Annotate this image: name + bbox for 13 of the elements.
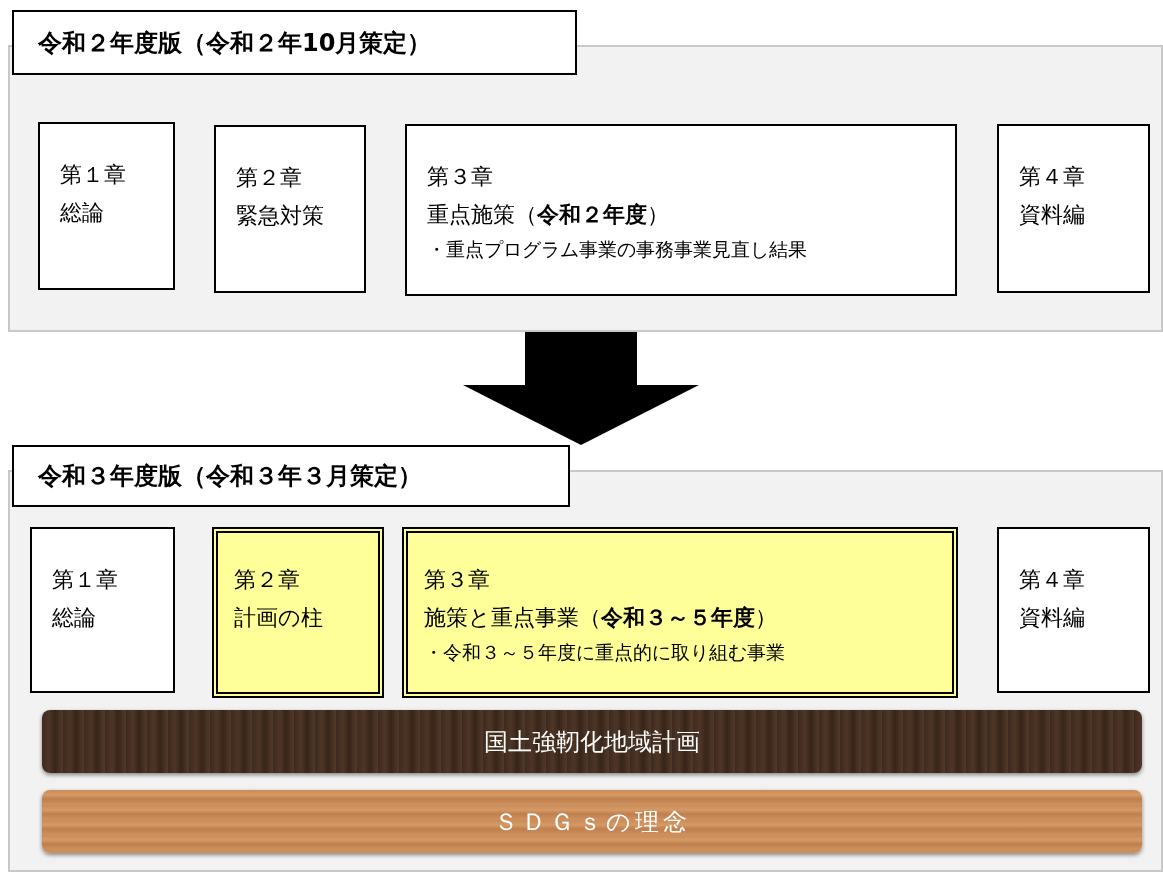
chapter-box: 第１章 総論 <box>30 527 175 693</box>
panel-heading: 令和３年度版（令和３年３月策定） <box>12 445 570 507</box>
chapter-box: 第３章 重点施策（令和２年度） ・重点プログラム事業の事務事業見直し結果 <box>405 124 957 296</box>
chapter-box: 第１章 総論 <box>38 122 175 290</box>
wood-band: 国土強靭化地域計画 <box>42 710 1142 773</box>
wood-band: ＳＤＧｓの理念 <box>42 790 1142 853</box>
chapter-box: 第４章 資料編 <box>997 124 1150 293</box>
chapter-box: 第２章 緊急対策 <box>214 125 366 293</box>
chapter-box: 第４章 資料編 <box>997 527 1150 693</box>
chapter-box: 第３章 施策と重点事業（令和３～５年度） ・令和３～５年度に重点的に取り組む事業 <box>402 527 958 698</box>
chapter-box: 第２章 計画の柱 <box>212 527 384 698</box>
panel-heading: 令和２年度版（令和２年10月策定） <box>12 10 577 75</box>
down-arrow <box>463 332 699 445</box>
